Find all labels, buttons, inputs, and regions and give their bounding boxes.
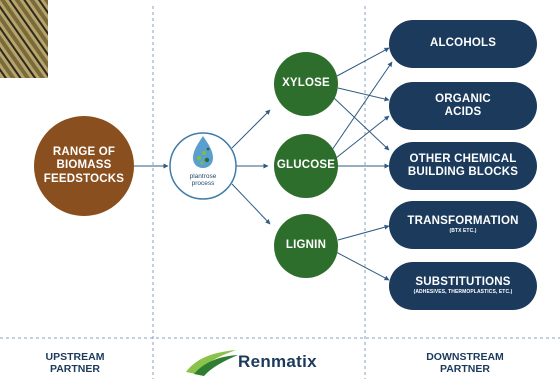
other-chemical-node <box>389 142 537 190</box>
glucose-node <box>274 134 338 198</box>
substitutions-label-box: SUBSTITUTIONS (ADHESIVES, THERMOPLASTICS… <box>389 262 537 310</box>
substitutions-label: SUBSTITUTIONS <box>415 276 511 289</box>
organic-acids-node <box>389 82 537 130</box>
arrow-xylose-to-acids <box>337 87 390 102</box>
other-chemical-label-box: OTHER CHEMICAL BUILDING BLOCKS <box>389 142 537 190</box>
renmatix-brand-name: Renmatix <box>238 352 317 371</box>
arrow-lignin-to-substitutions <box>335 251 390 281</box>
glucose-label: GLUCOSE <box>276 159 336 172</box>
transformation-node <box>389 201 537 249</box>
other-chemical-label: OTHER CHEMICAL BUILDING BLOCKS <box>407 152 519 178</box>
feedstock-node <box>34 116 134 216</box>
transformation-label: TRANSFORMATION <box>407 215 519 228</box>
lignin-label: LIGNIN <box>285 239 327 252</box>
feedstock-label: RANGE OF BIOMASS FEEDSTOCKS <box>43 146 125 185</box>
biomass-thumbnail-image <box>0 0 48 78</box>
substitutions-node <box>389 262 537 310</box>
alcohols-node <box>389 20 537 68</box>
alcohols-label-box: ALCOHOLS <box>389 20 537 68</box>
upstream-partner-label: UPSTREAM PARTNER <box>45 351 105 376</box>
connector-arrows <box>134 47 393 281</box>
downstream-partner-label: DOWNSTREAM PARTNER <box>426 351 504 376</box>
transformation-label-box: TRANSFORMATION (BTX ETC.) <box>389 201 537 249</box>
organic-acids-label-box: ORGANIC ACIDS <box>389 82 537 130</box>
alcohols-label: ALCOHOLS <box>429 37 497 50</box>
arrow-xylose-to-alcohols <box>336 47 390 77</box>
plantrose-drop-icon <box>193 136 213 168</box>
arrow-process-to-lignin <box>231 183 271 225</box>
arrow-glucose-to-acids <box>335 115 390 159</box>
organic-acids-label: ORGANIC ACIDS <box>435 92 491 118</box>
transformation-sublabel: (BTX ETC.) <box>449 228 477 235</box>
lignin-node <box>274 214 338 278</box>
arrow-process-to-xylose <box>231 109 271 149</box>
process-label: plantrose process <box>189 173 217 187</box>
substitutions-sublabel: (ADHESIVES, THERMOPLASTICS, ETC.) <box>413 289 513 296</box>
xylose-label: XYLOSE <box>282 77 330 90</box>
arrow-glucose-to-alcohols <box>331 61 393 151</box>
arrow-xylose-to-other <box>333 97 390 151</box>
arrow-lignin-to-transformation <box>337 224 390 241</box>
renmatix-logo-icon <box>186 350 238 376</box>
xylose-node <box>274 52 338 116</box>
